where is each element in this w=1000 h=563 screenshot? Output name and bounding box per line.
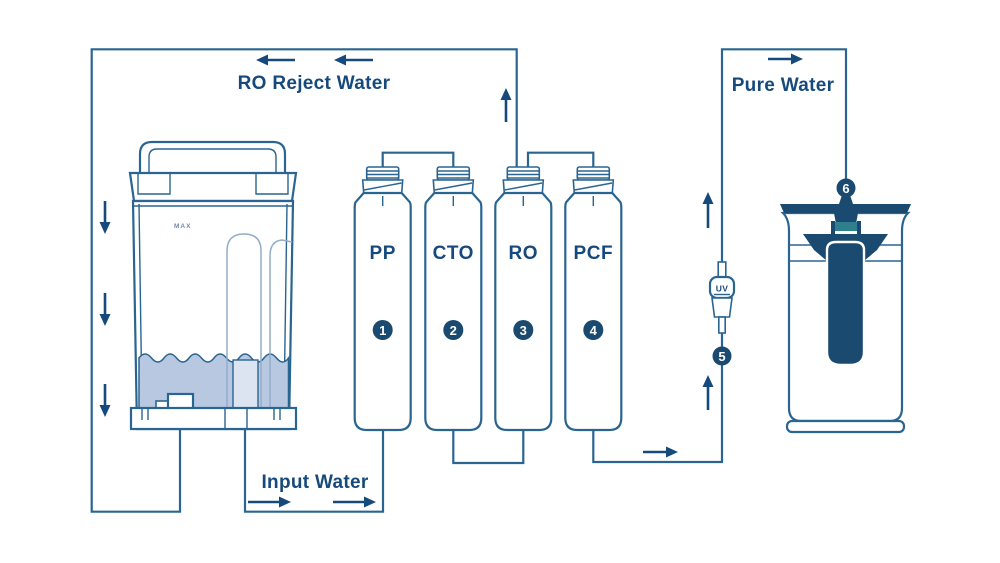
arrow-right-icon: [248, 496, 291, 508]
tank-handle-inner: [148, 148, 277, 174]
arrow-down-icon: [99, 293, 111, 326]
pipe-bridge-pp-cto: [381, 151, 455, 169]
pipe-pcf-to-uv: [592, 300, 724, 464]
holder-leg-left: [831, 221, 835, 234]
filter-code-label: CTO: [433, 243, 474, 264]
pitcher-filter-cartridge: [825, 240, 866, 367]
filter-number-badge: [443, 320, 464, 340]
pitcher-number: 6: [842, 181, 849, 196]
tank-handle-slot-right: [255, 173, 289, 195]
filter-pp: PP 1: [353, 166, 412, 432]
pipe-ro-reject: [90, 48, 518, 513]
uv-number: 5: [718, 349, 725, 364]
arrow-left-icon: [334, 54, 373, 66]
input-water-label: Input Water: [261, 472, 368, 493]
filter-body: [353, 191, 412, 432]
uv-sterilizer: UV 5: [708, 261, 736, 366]
filter-number: 4: [590, 323, 598, 338]
tank-base-details: [141, 408, 281, 429]
filter-ro: RO 3: [494, 166, 553, 432]
tank-rim: [128, 171, 298, 203]
filter-number-badge: [583, 320, 604, 340]
tank-max-label: MAX: [174, 223, 191, 230]
tank-handle-slot-left: [137, 173, 171, 195]
holder-teal-clamp: [835, 222, 857, 231]
filter-body: [424, 191, 483, 432]
arrow-down-icon: [99, 384, 111, 417]
filter-cto: CTO 2: [424, 166, 483, 432]
arrow-right-icon: [643, 446, 678, 458]
pitcher: 6: [780, 178, 911, 434]
pipe-bridge-ro-pcf: [526, 151, 595, 170]
pipe-input-water: [243, 428, 385, 513]
uv-body: [711, 297, 733, 318]
arrow-right-icon: [333, 496, 376, 508]
holder-leg-right: [857, 221, 861, 234]
uv-number-badge: [712, 346, 732, 366]
filter-number: 3: [520, 323, 527, 338]
arrow-down-icon: [99, 201, 111, 234]
filter-code-label: PCF: [574, 243, 614, 264]
arrow-up-icon: [702, 192, 714, 228]
pitcher-lid: [780, 204, 911, 213]
uv-stem-top: [717, 261, 727, 279]
filter-number: 1: [379, 323, 386, 338]
arrow-up-icon: [702, 375, 714, 410]
arrow-up-icon: [500, 88, 512, 122]
pipe-lines: [90, 48, 848, 513]
pipe-pure-water: [720, 48, 848, 263]
filter-body: [564, 191, 623, 432]
arrow-right-icon: [768, 53, 803, 65]
pitcher-cartridge-holder: [834, 213, 858, 224]
tank-tube-right: [269, 239, 293, 407]
arrow-left-icon: [256, 54, 295, 66]
filter-code-label: RO: [509, 243, 539, 264]
water-tank: MAX: [128, 140, 298, 431]
tank-tube-left: [226, 233, 262, 407]
pitcher-base: [785, 419, 906, 434]
pipe-cto-to-ro: [452, 430, 525, 465]
filter-number-badge: [513, 320, 534, 340]
tank-tube-highlight: [232, 359, 259, 409]
filter-code-label: PP: [370, 243, 396, 264]
pitcher-number-badge: [836, 178, 856, 198]
filter-number-badge: [372, 320, 393, 340]
tank-handle-outer: [138, 140, 287, 174]
uv-stem-bottom: [717, 316, 726, 334]
filter-number: 2: [450, 323, 457, 338]
ro-reject-water-label: RO Reject Water: [238, 73, 391, 94]
filter-body: [494, 191, 553, 432]
filter-pcf: PCF 4: [564, 166, 623, 432]
uv-label: UV: [716, 284, 728, 294]
tank-base: [129, 406, 298, 431]
flow-arrows: [99, 53, 803, 508]
pure-water-label: Pure Water: [732, 75, 835, 96]
pitcher-connector: [839, 195, 853, 204]
